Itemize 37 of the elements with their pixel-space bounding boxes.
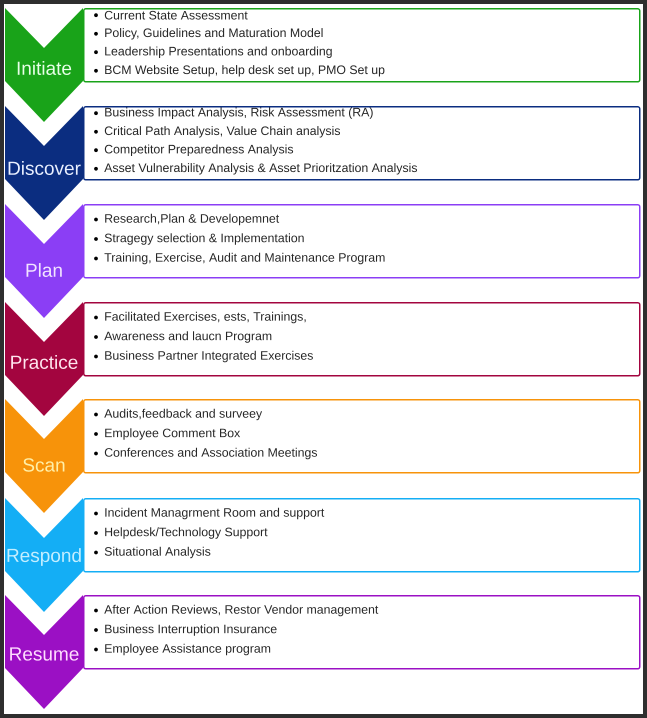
node-label: Resume xyxy=(10,647,79,661)
list-item: Situational Analysis xyxy=(104,546,210,558)
chevron-step: Resume xyxy=(5,595,83,709)
list-item: Employee Comment Box xyxy=(105,428,240,440)
node-label: Initiate xyxy=(18,61,72,75)
list-item: Helpdesk/Technology Support xyxy=(105,527,268,539)
list-item: Incident Managrment Room and support xyxy=(105,508,324,520)
list-item: BCM Website Setup, help desk set up, PMO Set up xyxy=(105,65,384,77)
list-item: After Action Reviews, Restor Vendor management xyxy=(104,604,378,616)
list-item: Conferences and Association Meetings xyxy=(104,448,318,460)
chevron-step: Practice xyxy=(5,302,83,416)
chevron-step: Initiate xyxy=(5,8,83,122)
list-item: Critical Path Analysis, Value Chain analysis xyxy=(104,126,340,138)
chevron-step: Scan xyxy=(5,399,83,513)
node-label: Practice xyxy=(11,355,78,369)
node-label: Respond xyxy=(8,548,81,566)
list-item: Employee Assistance program xyxy=(105,644,270,656)
list-item: Business Partner Integrated Exercises xyxy=(105,350,313,362)
list-item: Training, Exercise, Audit and Maintenance Program xyxy=(104,252,385,264)
list-item: Audits,feedback and surveey xyxy=(104,408,262,420)
list-item: Business Interruption Insurance xyxy=(105,624,277,636)
list-item: Stragegy selection & Implementation xyxy=(104,233,304,245)
list-item: Competitor Preparedness Analysis xyxy=(104,144,294,156)
list-item: Leadership Presentations and onboarding xyxy=(105,46,332,58)
list-item: Policy, Guidelines and Maturation Model xyxy=(105,28,323,40)
node-label: Scan xyxy=(23,458,64,472)
list-item: Awareness and laucn Program xyxy=(104,331,272,343)
list-item: Current State Assessment xyxy=(104,10,248,20)
chevron-step: Plan xyxy=(5,204,83,318)
node-label: Plan xyxy=(26,263,62,277)
list-item: Asset Vulnerability Analysis & Asset Prioritzation Analysis xyxy=(104,163,418,175)
list-item: Business Impact Analysis, Risk Assessment (RA) xyxy=(105,107,373,119)
list-item: Facilitated Exercises, ests, Trainings, xyxy=(105,312,306,324)
chevron-step: Discover xyxy=(5,106,83,220)
node-label: Discover xyxy=(8,161,81,175)
list-item: Research,Plan & Developemnet xyxy=(105,214,280,226)
chevron-step: Respond xyxy=(5,498,83,612)
